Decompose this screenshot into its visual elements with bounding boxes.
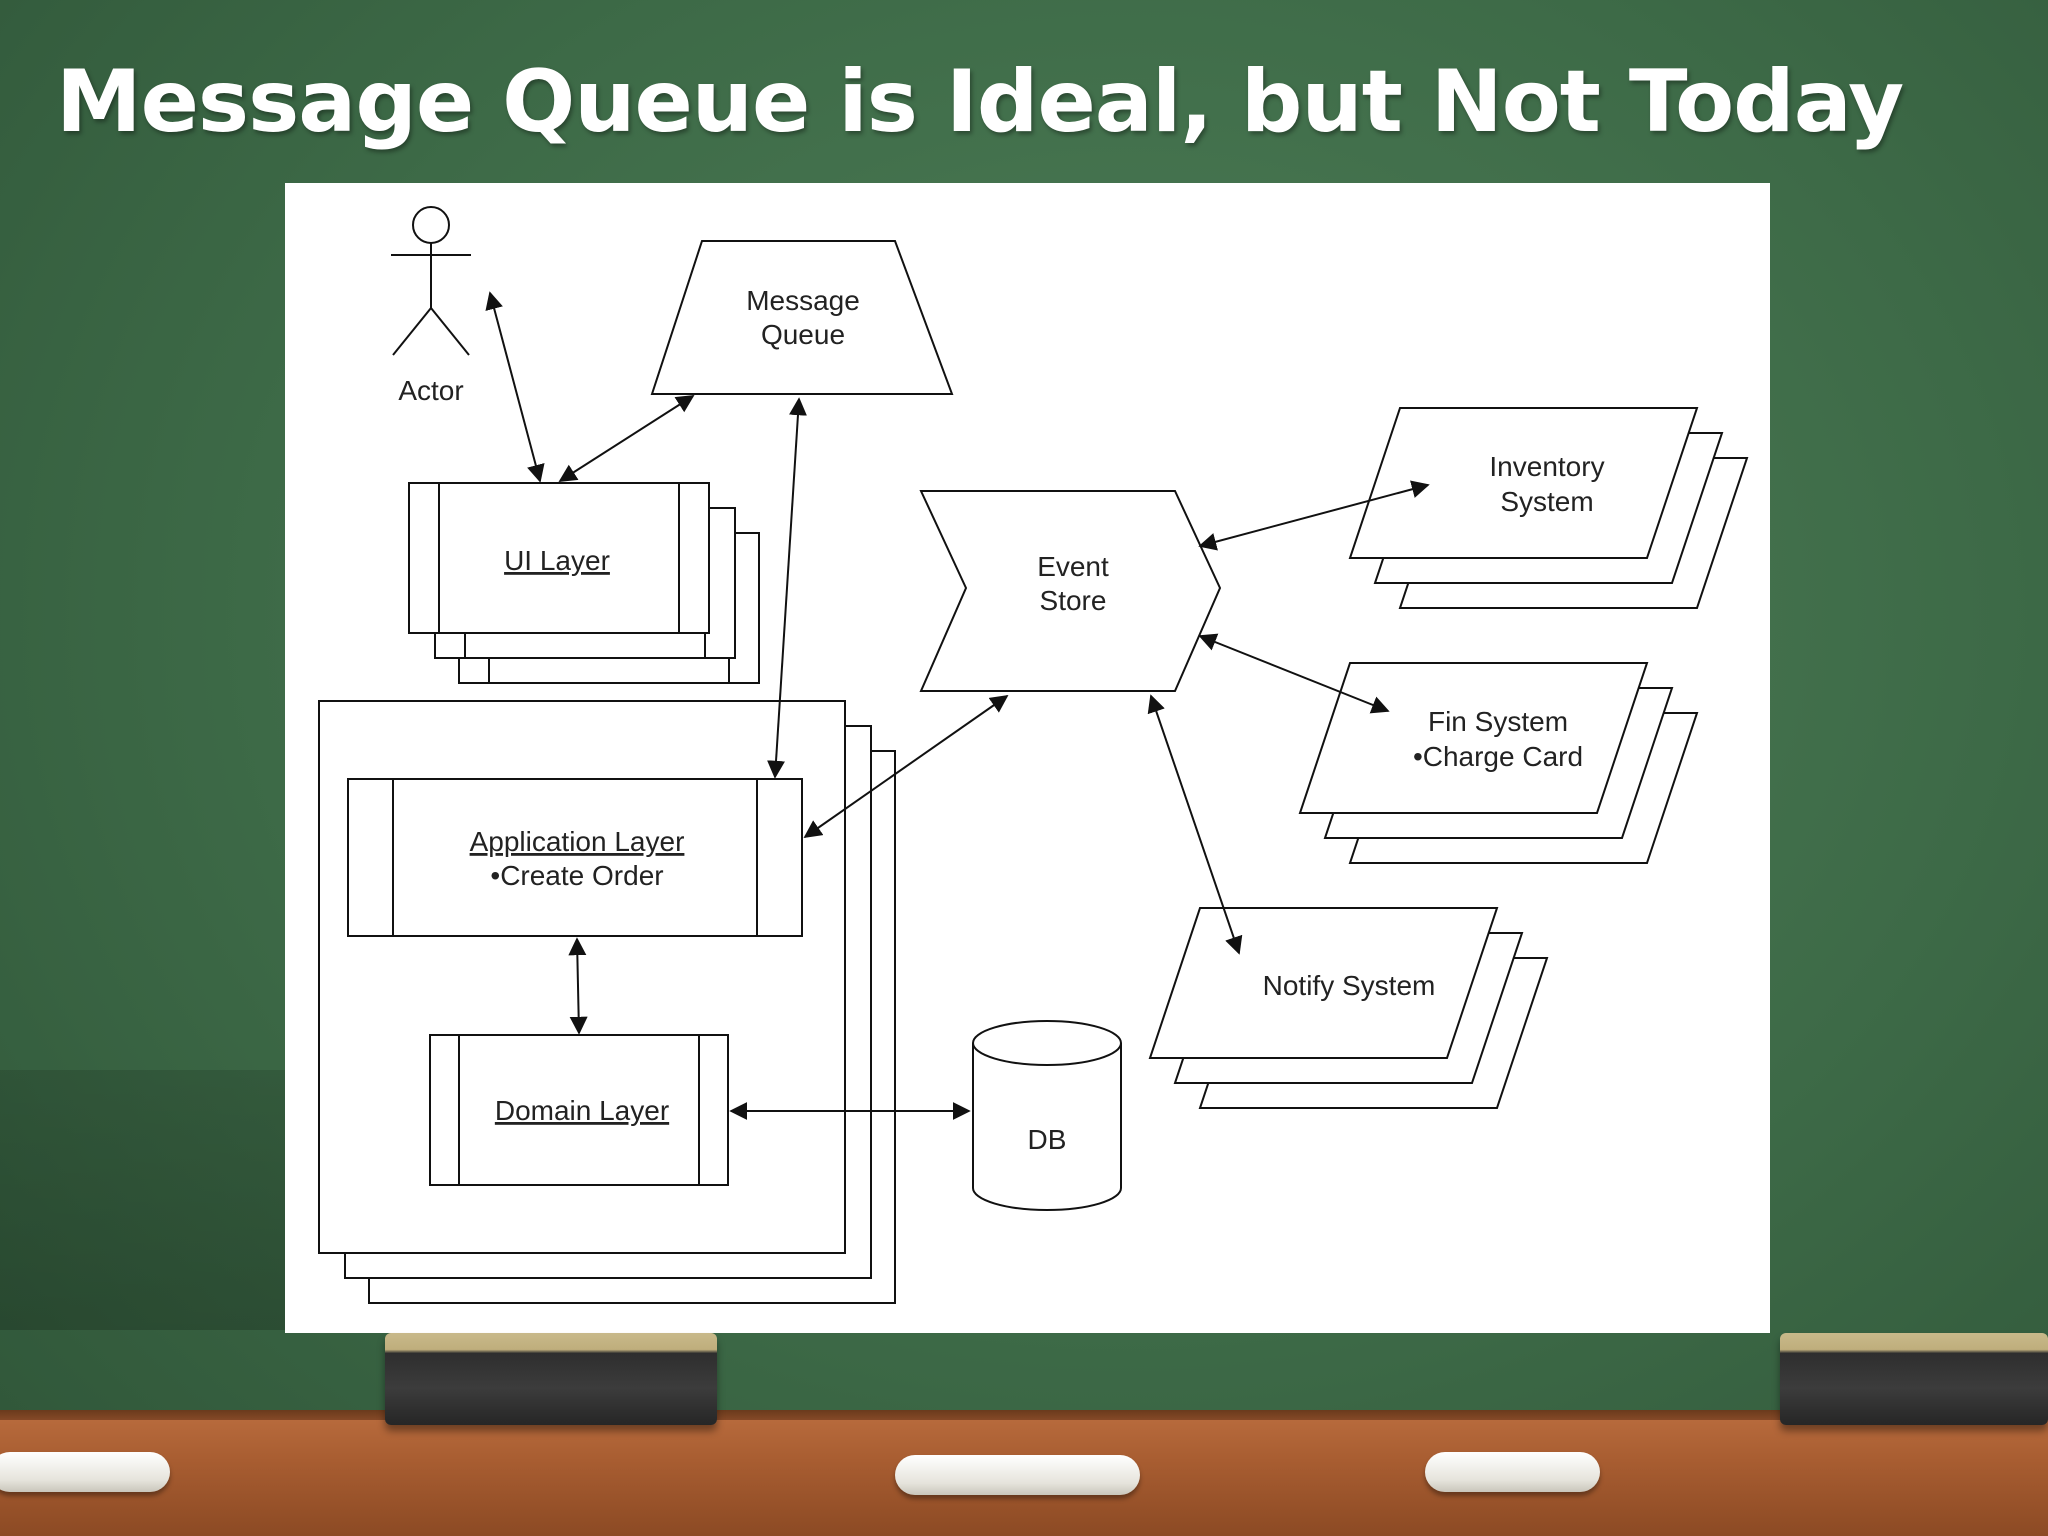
slide-title: Message Queue is Ideal, but Not Today (56, 52, 1904, 152)
db-node (972, 1020, 1122, 1211)
fin-system-label-line1: Fin System (1428, 706, 1568, 737)
eraser-left (385, 1333, 717, 1425)
fin-system-label-line2: •Charge Card (1413, 741, 1583, 772)
application-layer-label-line2: •Create Order (490, 860, 663, 891)
ui-queue-arrow (558, 395, 695, 482)
ui-layer-label: UI Layer (504, 545, 610, 576)
application-layer-node (347, 778, 803, 937)
inventory-system-label-line2: System (1500, 486, 1593, 517)
application-eventstore-arrow (803, 694, 1009, 839)
actor-label: Actor (398, 375, 463, 406)
event-store-label-line2: Store (1040, 585, 1107, 616)
event-store-label-line1: Event (1037, 551, 1109, 582)
notify-system-label: Notify System (1263, 970, 1436, 1001)
chalk-piece-right (1425, 1452, 1600, 1492)
queue-application-arrow (767, 397, 807, 779)
architecture-diagram: Actor Message Queue UI Layer Event Store (285, 183, 1770, 1333)
message-queue-node (650, 240, 954, 395)
board-shadow (0, 1070, 300, 1330)
db-label: DB (1028, 1124, 1067, 1155)
inventory-system-node (1348, 407, 1749, 609)
eventstore-inventory-arrow (1198, 480, 1430, 551)
application-domain-arrow (568, 937, 588, 1035)
message-queue-label-line1: Message (746, 285, 860, 316)
message-queue-label-line2: Queue (761, 319, 845, 350)
domain-layer-label: Domain Layer (495, 1095, 669, 1126)
application-layer-label-line1: Application Layer (470, 826, 685, 857)
eraser-right (1780, 1333, 2048, 1425)
ui-layer-node (408, 482, 760, 684)
event-store-node (919, 490, 1222, 692)
actor-figure (391, 206, 471, 356)
chalk-piece-middle (895, 1455, 1140, 1495)
inventory-system-label-line1: Inventory (1489, 451, 1604, 482)
chalk-piece-left (0, 1452, 170, 1492)
eventstore-notify-arrow (1147, 694, 1243, 955)
domain-layer-node (429, 1034, 729, 1186)
eventstore-fin-arrow (1198, 633, 1390, 714)
notify-system-node (1148, 907, 1549, 1109)
actor-ui-arrow (485, 291, 545, 483)
